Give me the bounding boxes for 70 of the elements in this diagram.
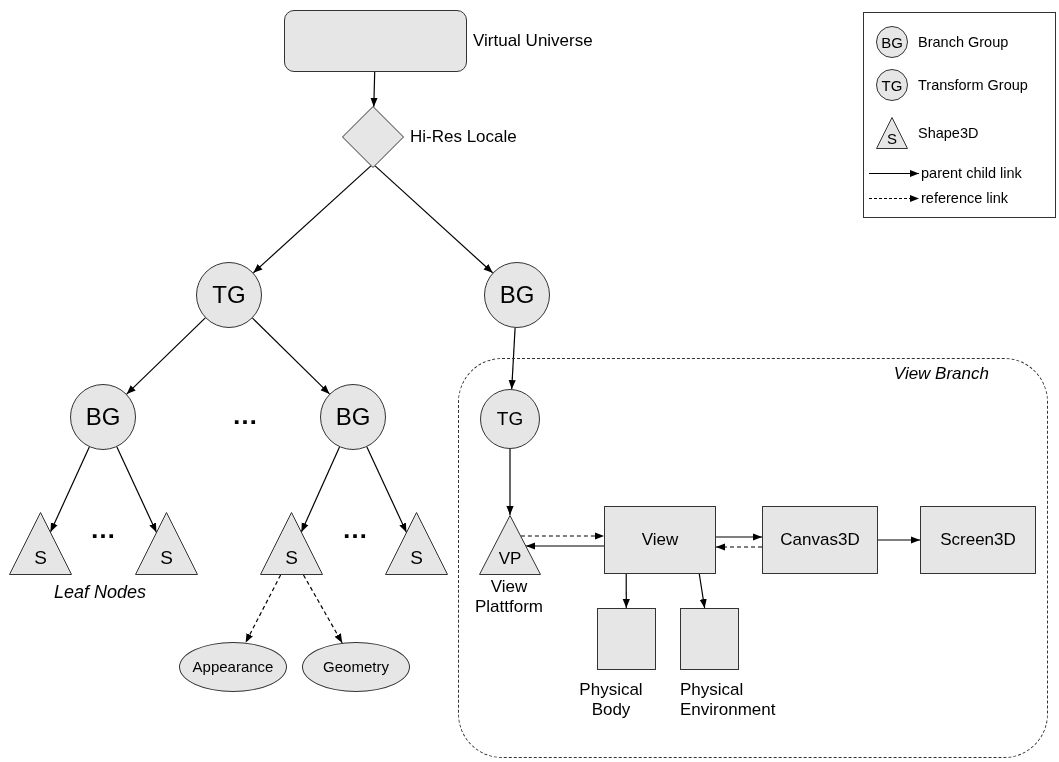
ellipsis-mark: … (231, 402, 259, 428)
dashed-arrow (520, 532, 605, 540)
node-label: S (160, 548, 173, 569)
process-box (680, 608, 739, 670)
legend-label: reference link (921, 190, 1009, 206)
symbol-label: BG (881, 34, 903, 50)
dashed-arrow (245, 574, 282, 644)
node-label: View (641, 530, 679, 550)
process-box (920, 506, 1036, 574)
process-box (762, 506, 878, 574)
arrow (366, 446, 407, 533)
process-box (597, 608, 656, 670)
arrow (251, 317, 331, 395)
node-caption: Physical Body (578, 680, 644, 720)
symbol-label: S (887, 131, 897, 146)
ellipsis-mark: … (341, 516, 369, 542)
caption-text: Leaf Nodes (52, 583, 148, 601)
arrow (877, 536, 921, 544)
node-label: Screen3D (940, 530, 1016, 550)
arrow (374, 165, 494, 274)
node-label: S (410, 548, 423, 569)
node-label: S (34, 548, 47, 569)
node-caption: Hi-Res Locale (410, 127, 518, 147)
node-label: TG (212, 281, 246, 309)
dashed-arrow (302, 574, 343, 644)
triangle-node (385, 512, 448, 575)
dashed-region (458, 358, 1048, 758)
arrow (715, 533, 763, 541)
node-label: BG (335, 403, 371, 431)
arrow (698, 573, 707, 609)
triangle-node (260, 512, 323, 575)
node-label: Geometry (323, 658, 389, 676)
arrow (525, 542, 605, 550)
arrow (370, 71, 378, 108)
arrow (252, 165, 372, 274)
arrow (508, 327, 516, 390)
region-title: View Branch (893, 364, 989, 384)
diamond-node (342, 106, 404, 168)
ellipsis-mark: … (89, 516, 117, 542)
circle-node (196, 262, 262, 328)
node-caption: View Plattform (474, 577, 544, 617)
circle-node (480, 389, 540, 449)
triangle-node (9, 512, 72, 575)
circle-node (70, 384, 136, 450)
arrow (49, 446, 90, 533)
triangle-node (479, 515, 541, 575)
arrow (622, 573, 630, 609)
arrow (126, 317, 206, 395)
arrow (300, 446, 341, 533)
legend-label: parent child link (921, 165, 1022, 181)
legend-label: Branch Group (918, 34, 1009, 50)
node-caption: Physical Environment (680, 680, 777, 720)
legend-label: Transform Group (918, 77, 1028, 93)
circle-node (320, 384, 386, 450)
node-label: Canvas3D (780, 530, 860, 550)
node-caption: Virtual Universe (473, 31, 594, 51)
symbol-label: TG (881, 77, 903, 93)
triangle-node (135, 512, 198, 575)
node-label: S (285, 548, 298, 569)
node-label: BG (85, 403, 121, 431)
node-label: VP (498, 550, 522, 569)
dashed-arrow (715, 543, 763, 551)
process-box (604, 506, 716, 574)
node-label: BG (499, 281, 535, 309)
arrow (116, 446, 157, 533)
rounded-box (284, 10, 467, 72)
node-label: Appearance (192, 658, 274, 676)
arrow (506, 448, 514, 516)
legend-label: Shape3D (918, 125, 979, 141)
node-label: TG (496, 408, 524, 430)
